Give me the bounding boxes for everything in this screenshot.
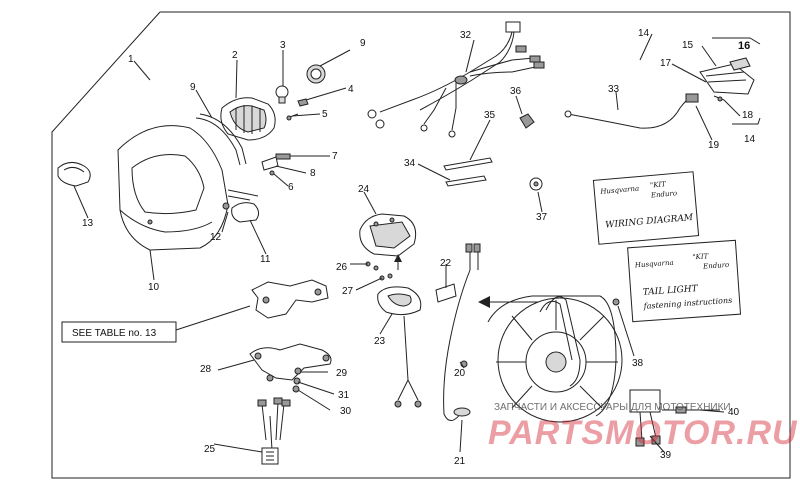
- headlight-unit: [220, 97, 276, 141]
- callout-27: 27: [342, 286, 354, 297]
- dashboard-bracket: [251, 279, 329, 319]
- small-parts-headlight: [261, 98, 309, 176]
- leader-lines: [73, 33, 761, 453]
- callout-34: 34: [404, 158, 416, 169]
- callout-26: 26: [336, 262, 348, 273]
- callout-39: 39: [660, 450, 672, 461]
- reflector-bracket: [57, 162, 91, 187]
- wiring-card-brand: Husqvarna: [599, 185, 639, 196]
- callout-24: 24: [358, 184, 370, 195]
- wiring-diagram-card: Husqvarna "KIT Enduro WIRING DIAGRAM: [592, 171, 700, 245]
- see-table-label: SEE TABLE no. 13: [72, 328, 157, 339]
- callout-9b: 9: [190, 82, 196, 93]
- small-screws: [365, 261, 393, 281]
- callout-40: 40: [728, 407, 740, 418]
- bulb-socket: [306, 64, 326, 84]
- fastener-37: [529, 177, 543, 191]
- tail-card-brand: Husqvarna: [634, 259, 674, 270]
- cable-clamp: [222, 189, 260, 223]
- front-wheel: [487, 295, 623, 423]
- callout-30: 30: [340, 406, 352, 417]
- bulb: [275, 85, 289, 104]
- callout-37: 37: [536, 212, 548, 223]
- instrument-mount-plate: [249, 343, 332, 382]
- callout-36: 36: [510, 86, 522, 97]
- callout-7: 7: [332, 151, 338, 162]
- callout-18: 18: [742, 110, 754, 121]
- callout-31: 31: [338, 390, 350, 401]
- callout-17: 17: [660, 58, 672, 69]
- callout-13: 13: [82, 218, 94, 229]
- callout-29: 29: [336, 368, 348, 379]
- arrow-up-1: [394, 254, 402, 270]
- watermark-caption: ЗАПЧАСТИ И АКСЕССУАРЫ ДЛЯ МОТОТЕХНИКИ: [494, 402, 731, 413]
- callout-38: 38: [632, 358, 644, 369]
- callout-3: 3: [280, 40, 286, 51]
- callout-14b: 14: [744, 134, 756, 145]
- callout-10: 10: [148, 282, 160, 293]
- instrument-housing: [377, 286, 422, 408]
- callout-numbers: 1 2 3 4 5 6 7 8 9 9 10 11 12 13 14 14 15…: [82, 28, 756, 467]
- tail-light: [699, 57, 755, 102]
- callout-32: 32: [460, 30, 472, 41]
- callout-1: 1: [128, 54, 134, 65]
- tail-card-enduro: Enduro: [702, 261, 730, 271]
- callout-33: 33: [608, 84, 620, 95]
- tail-card-line1: TAIL LIGHT: [642, 284, 699, 298]
- relay-box: [629, 389, 720, 447]
- callout-11: 11: [260, 254, 271, 265]
- wiring-card-kit: "KIT: [650, 180, 668, 189]
- callout-21: 21: [454, 456, 466, 467]
- tail-light-card: Husqvarna "KIT Enduro TAIL LIGHT fasteni…: [627, 239, 742, 323]
- handlebar-switch-harness: [257, 397, 291, 465]
- callout-35: 35: [484, 110, 496, 121]
- callout-9a: 9: [360, 38, 366, 49]
- callout-2: 2: [232, 50, 238, 61]
- watermark-logo: PARTSMOTOR.RU: [488, 414, 798, 452]
- callout-16: 16: [738, 40, 750, 52]
- callout-5: 5: [322, 109, 328, 120]
- callout-12: 12: [210, 232, 222, 243]
- headlight-fairing: [117, 125, 229, 251]
- callout-23: 23: [374, 336, 386, 347]
- callout-14a: 14: [638, 28, 650, 39]
- part-38: [612, 298, 620, 306]
- watermark: ЗАПЧАСТИ И АКСЕССУАРЫ ДЛЯ МОТОТЕХНИКИ PA…: [488, 402, 798, 452]
- wiring-card-enduro: Enduro: [650, 189, 678, 199]
- callout-6: 6: [288, 182, 294, 193]
- cable-22: [435, 243, 481, 421]
- arrow-left: [478, 296, 538, 308]
- tail-light-cable: [564, 93, 699, 129]
- callout-22: 22: [440, 258, 452, 269]
- main-wiring-harness: [367, 21, 545, 138]
- see-table-note: SEE TABLE no. 13: [61, 321, 177, 343]
- instrument-cluster: [359, 213, 417, 257]
- callout-20: 20: [454, 368, 466, 379]
- callout-25: 25: [204, 444, 216, 455]
- cable-ties: [443, 157, 493, 187]
- callout-28: 28: [200, 364, 212, 375]
- callout-15: 15: [682, 40, 694, 51]
- callout-8: 8: [310, 168, 316, 179]
- rubber-strap: [195, 113, 247, 166]
- tail-card-kit: "KIT: [692, 252, 710, 261]
- callout-19: 19: [708, 140, 720, 151]
- clip: [519, 113, 535, 129]
- diagram-frame: [51, 11, 791, 479]
- callout-4: 4: [348, 84, 354, 95]
